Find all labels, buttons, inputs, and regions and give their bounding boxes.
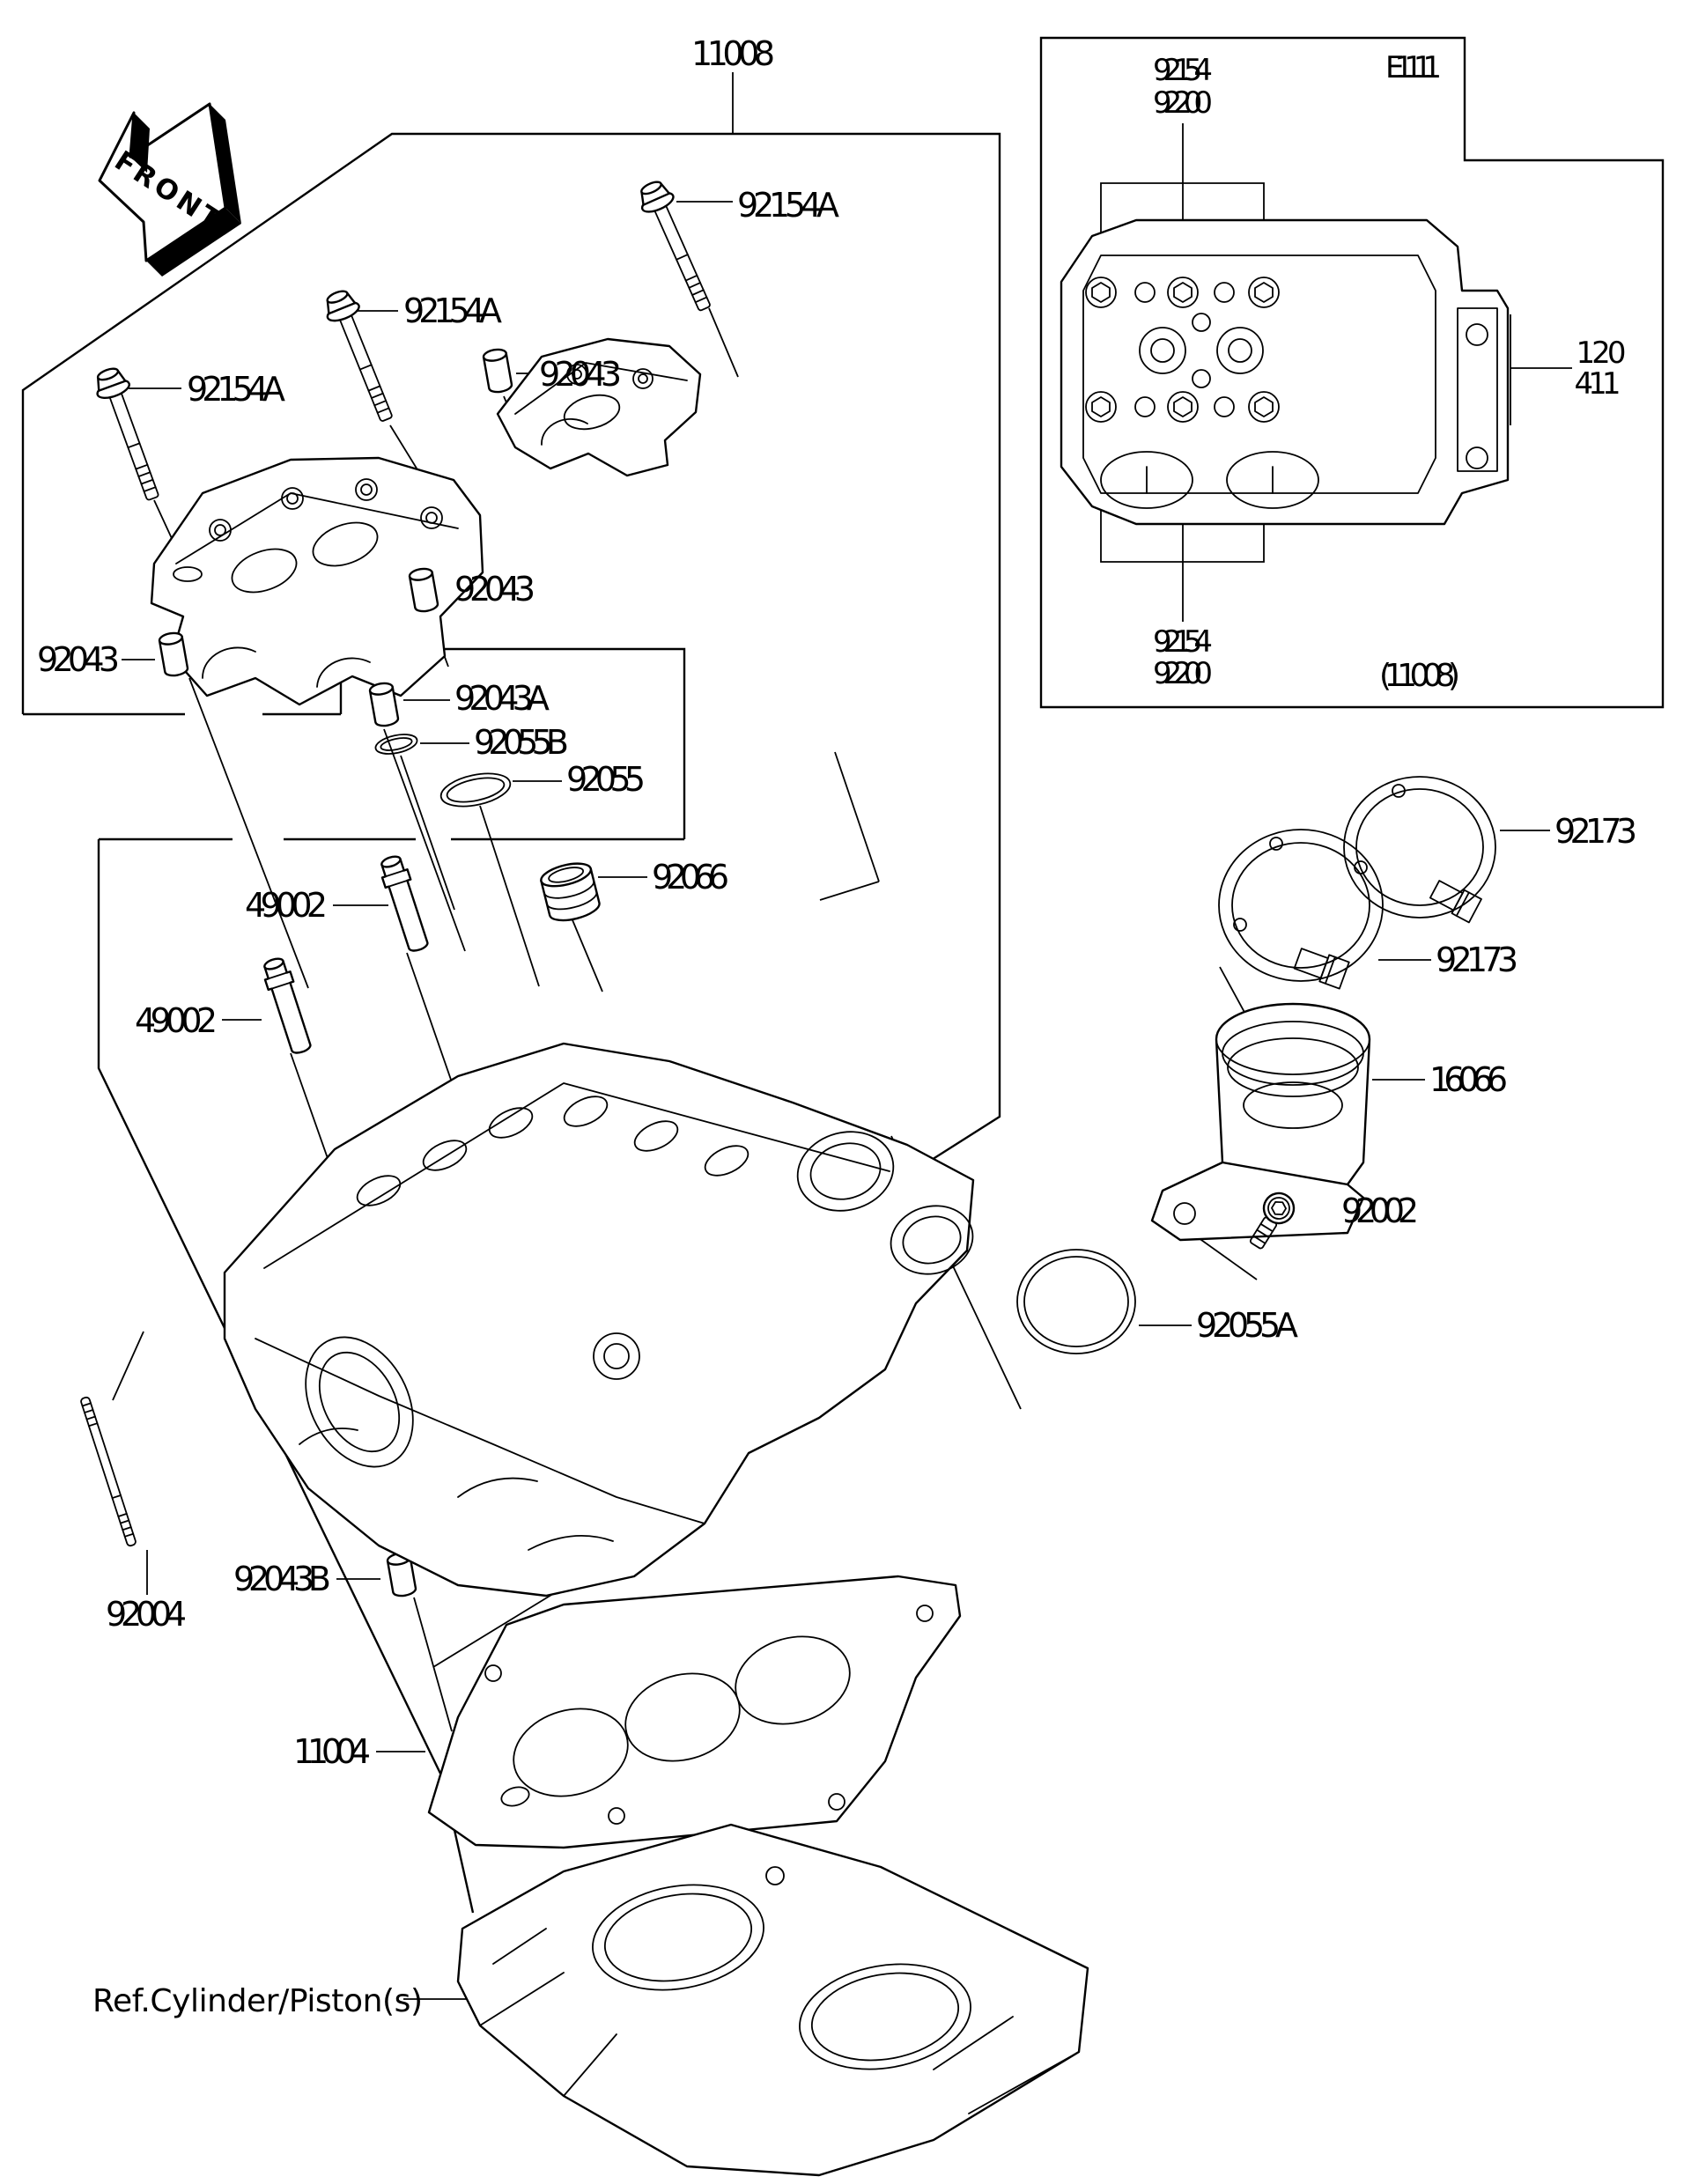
label-inset-11008-ref: (11008) <box>1379 658 1460 694</box>
label-92154a-1: 92154A <box>737 186 839 225</box>
flange-bolt-3 <box>96 367 159 501</box>
clamp-ring-2 <box>1218 829 1384 990</box>
flange-bolt-2 <box>326 290 393 422</box>
oring-92055 <box>439 772 512 808</box>
label-92043-2: 92043 <box>454 570 535 609</box>
socket-bolt-92002 <box>1249 1192 1296 1250</box>
inset-head-top-view <box>1060 218 1510 526</box>
label-92173-2: 92173 <box>1436 941 1518 979</box>
label-92043a: 92043A <box>454 679 550 718</box>
label-11004: 11004 <box>293 1732 371 1771</box>
dowel-pin-a <box>368 682 400 727</box>
label-49002-1: 49002 <box>245 886 328 925</box>
label-inset-e1111: E1111 <box>1385 50 1442 85</box>
label-92004: 92004 <box>106 1595 187 1634</box>
dowel-pin-3 <box>158 631 189 677</box>
tappet-plug-92066 <box>540 862 601 922</box>
inset-enclosure-outline <box>1039 36 1665 709</box>
camshaft-cap-left <box>150 456 484 706</box>
dowel-pin-2 <box>408 567 439 613</box>
flange-bolt-1 <box>640 181 711 312</box>
labels: 11008 92154A 92154A 92154A 92043 92043 9… <box>37 34 1637 2019</box>
stud-bolt-92004 <box>80 1396 137 1547</box>
label-inset-120: 120 <box>1577 336 1627 371</box>
intake-holder-16066 <box>1150 1002 1371 1242</box>
label-49002-2: 49002 <box>135 1001 218 1040</box>
dowel-pin-1 <box>482 348 513 394</box>
label-inset-92154-bottom: 92154 <box>1153 624 1213 660</box>
label-inset-92200-top: 92200 <box>1153 85 1213 121</box>
label-92043-3: 92043 <box>37 640 120 679</box>
label-ref-cylinder: Ref.Cylinder/Piston(s) <box>92 1983 423 2019</box>
label-inset-92200-bottom: 92200 <box>1153 656 1213 691</box>
label-16066: 16066 <box>1429 1060 1508 1099</box>
label-92154a-2: 92154A <box>403 291 502 330</box>
oring-92055a <box>1016 1249 1136 1354</box>
label-92002: 92002 <box>1341 1192 1419 1230</box>
label-92173-1: 92173 <box>1554 812 1637 851</box>
label-92055a: 92055A <box>1196 1306 1298 1345</box>
label-92066: 92066 <box>652 858 729 896</box>
label-inset-411: 411 <box>1575 366 1621 402</box>
head-gasket-11004 <box>427 1575 962 1849</box>
clamp-ring-1 <box>1343 776 1496 924</box>
camshaft-cap-right <box>496 337 702 477</box>
label-11008: 11008 <box>691 34 775 73</box>
label-92043-1: 92043 <box>539 355 622 394</box>
valve-guide-2 <box>263 957 312 1054</box>
label-92055b: 92055B <box>474 723 569 762</box>
label-92043b: 92043B <box>233 1560 331 1598</box>
label-92055: 92055 <box>566 760 646 799</box>
label-inset-92154-top: 92154 <box>1153 53 1213 88</box>
front-arrow: FRONT <box>98 102 241 277</box>
cylinder-head <box>223 1042 975 1597</box>
main-enclosure-outline <box>21 132 1001 1280</box>
label-92154a-3: 92154A <box>187 370 285 409</box>
valve-guide-1 <box>380 855 429 952</box>
cylinder-block <box>456 1823 1089 2177</box>
oring-92055b <box>374 734 418 755</box>
